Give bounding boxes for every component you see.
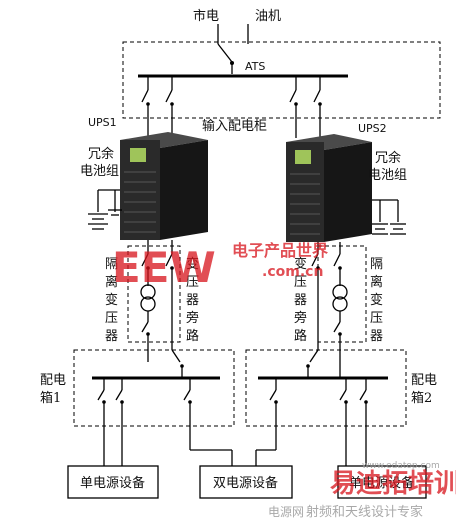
dual-device-label: 双电源设备 xyxy=(213,475,278,491)
dist-box-2-breakers xyxy=(269,378,368,466)
input-cabinet-outline xyxy=(122,41,441,119)
transformer-bypass-left-label-char: 器 xyxy=(186,293,199,308)
dist-box-2-label: 配电 箱2 xyxy=(411,373,441,406)
edatop-brand-watermark: 易迪拓培训 xyxy=(330,469,456,499)
input-cabinet-label: 输入配电柜 xyxy=(202,118,267,134)
ups1-label: UPS1 xyxy=(88,116,117,129)
single-device-right-label: 单电源设备 xyxy=(349,475,414,491)
input-breakers xyxy=(141,76,322,138)
redundant-battery-left-line2: 电池组 xyxy=(80,164,119,179)
isolation-transformer-right-icon xyxy=(332,284,348,378)
ups1-cabinet xyxy=(120,132,208,240)
battery-left-icon xyxy=(88,189,122,230)
transformer-bypass-right-label-char: 路 xyxy=(294,328,307,344)
isolation-transformer-right-label-char: 变 xyxy=(370,292,383,308)
isolation-transformer-right-label-char: 压 xyxy=(370,311,383,326)
bypass-left-switch xyxy=(171,349,184,378)
redundant-battery-right-line2: 电池组 xyxy=(368,168,407,183)
battery-right-icon xyxy=(372,199,406,235)
dist-box-2-outline xyxy=(245,349,407,427)
transformer-bypass-left-label-char: 变 xyxy=(186,256,199,272)
dist-box-1-line1: 配电 xyxy=(40,373,66,388)
ats-label: ATS xyxy=(245,60,265,73)
dist-box-1-outline xyxy=(73,349,235,427)
site-sub-watermark: 射频和天线设计专家 xyxy=(306,504,423,520)
transformer-bypass-left-label-char: 旁 xyxy=(186,310,199,326)
left-output-breakers xyxy=(141,240,174,350)
redundant-battery-right-line1: 冗余 xyxy=(375,150,401,166)
right-output-breakers xyxy=(311,242,342,350)
eew-domain-watermark: .com.cn xyxy=(262,264,323,280)
redundant-battery-left-line1: 冗余 xyxy=(88,146,114,162)
transformer-bypass-left-label: 变压器旁路 xyxy=(186,256,199,344)
ats-switch xyxy=(217,43,234,74)
city-power-label: 市电 xyxy=(193,8,219,24)
generator-label: 油机 xyxy=(255,9,281,24)
dist-box-1-breakers xyxy=(97,378,192,466)
isolation-transformer-left-label-char: 器 xyxy=(105,329,118,344)
isolation-transformer-left-label-char: 离 xyxy=(105,274,118,290)
ups2-label: UPS2 xyxy=(358,122,387,135)
redundant-battery-right-label: 冗余 电池组 xyxy=(368,150,407,183)
isolation-transformer-right-label-char: 器 xyxy=(370,329,383,344)
eew-logo-watermark: EEW xyxy=(112,243,216,292)
isolation-transformer-left-label-char: 压 xyxy=(105,311,118,326)
dist-box-1-label: 配电 箱1 xyxy=(40,373,70,406)
isolation-transformer-left-label-char: 变 xyxy=(105,292,118,308)
redundant-battery-left-label: 冗余 电池组 xyxy=(80,146,119,179)
transformer-bypass-right-label: 变压器旁路 xyxy=(294,256,307,344)
bypass-right-switch xyxy=(306,349,319,378)
transformer-bypass-right-label-char: 器 xyxy=(294,293,307,308)
single-device-left-box xyxy=(67,465,159,499)
isolation-transformer-right-label-char: 离 xyxy=(370,274,383,290)
transformer-bypass-left-label-char: 压 xyxy=(186,275,199,290)
transformer-bypass-right-label-char: 旁 xyxy=(294,310,307,326)
isolation-transformer-right-label: 隔离变压器 xyxy=(370,257,383,344)
eew-cn-name-watermark: 电子产品世界 xyxy=(232,241,328,260)
isolation-transformer-left-icon xyxy=(140,284,156,362)
site-sub-grey-watermark: 电源网 xyxy=(268,505,304,519)
transformer-bypass-right-label-char: 变 xyxy=(294,256,307,272)
isolation-transformer-right-outline xyxy=(317,245,367,343)
isolation-transformer-left-label-char: 隔 xyxy=(105,257,118,272)
single-device-left-label: 单电源设备 xyxy=(80,475,145,491)
dual-device-feeds xyxy=(190,449,276,466)
edatop-url-watermark: www.edatop.com xyxy=(362,461,440,471)
dist-box-2-line1: 配电 xyxy=(411,373,437,388)
transformer-bypass-right-label-char: 压 xyxy=(294,275,307,290)
isolation-transformer-left-label: 隔离变压器 xyxy=(105,257,118,344)
dist-box-2-line2: 箱2 xyxy=(411,390,432,406)
single-device-right-box xyxy=(337,465,427,499)
dual-device-box xyxy=(199,465,293,499)
isolation-transformer-left-outline xyxy=(127,245,181,343)
transformer-bypass-left-label-char: 路 xyxy=(186,328,199,344)
ups2-cabinet xyxy=(286,134,372,242)
dist-box-1-line2: 箱1 xyxy=(40,390,61,406)
isolation-transformer-right-label-char: 隔 xyxy=(370,257,383,272)
